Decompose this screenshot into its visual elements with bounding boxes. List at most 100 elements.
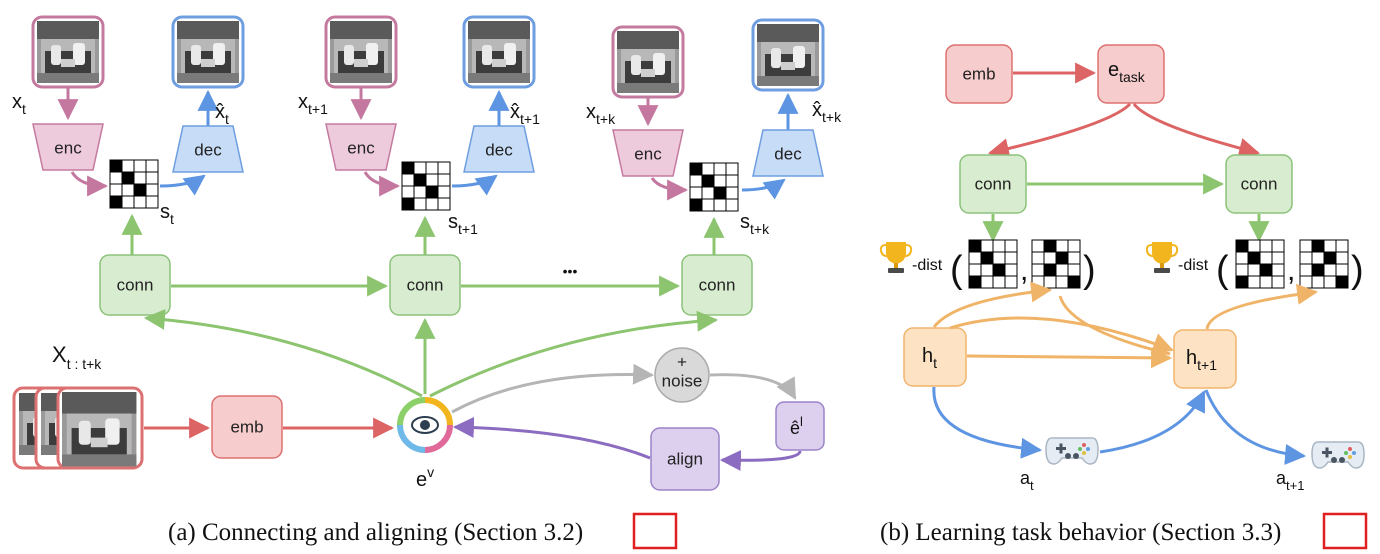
- decoder-label: dec: [194, 140, 222, 159]
- arrow-etask-to-conn-right: [1132, 103, 1261, 159]
- decoder-block-tk: [752, 129, 824, 177]
- grid-cell: [145, 183, 159, 197]
- paren-open-right: (: [1216, 249, 1229, 291]
- grid-cell: [968, 239, 982, 253]
- arrow-ht1-to-at1: [1204, 389, 1307, 465]
- decoder-label-tk: dec: [774, 144, 802, 163]
- grid-cell: [1335, 275, 1349, 289]
- grid-cell: [1055, 251, 1069, 265]
- grid-cell: [1043, 263, 1057, 277]
- grid-cell: [980, 263, 994, 277]
- grid-cell: [425, 161, 439, 175]
- grid-cell: [145, 159, 159, 173]
- section-ref-box-right[interactable]: [1322, 512, 1368, 550]
- grid-cell: [1055, 263, 1069, 277]
- arrow-enc-to-state-tk: [650, 177, 689, 201]
- decoder-block: [172, 125, 244, 173]
- observation-frame-tk: [611, 25, 685, 99]
- grid-cell: [437, 185, 451, 199]
- grid-cell: [1335, 263, 1349, 277]
- grid-cell: [1004, 275, 1018, 289]
- arrow-state-to-dec-t1: [451, 174, 498, 196]
- dist-label-left: -dist: [912, 257, 943, 274]
- arrow-at-to-ht1: [1099, 390, 1206, 454]
- grid-cell: [401, 185, 415, 199]
- grid-cell: [1055, 275, 1069, 289]
- label-h-t: ht: [922, 345, 937, 371]
- grid-cell: [1311, 275, 1325, 289]
- grid-cell: [413, 197, 427, 211]
- grid-cell: [1031, 263, 1045, 277]
- grid-cell: [1299, 251, 1313, 265]
- grid-cell: [133, 159, 147, 173]
- reconstruction-frame-t: [171, 15, 245, 89]
- section-ref-3-3: 3.3: [1242, 519, 1273, 546]
- grid-cell: [1004, 263, 1018, 277]
- arrow-ev-to-noise: [451, 363, 655, 414]
- grid-cell: [413, 173, 427, 187]
- label-x-t: xt: [12, 91, 26, 117]
- grid-cell: [1259, 263, 1273, 277]
- paren-open-left: (: [950, 249, 963, 291]
- label-el: êl: [790, 414, 803, 438]
- grid-cell: [1323, 263, 1337, 277]
- arrow-ev-to-conn-tk: [429, 310, 719, 398]
- encoder-block-t1: [325, 123, 397, 171]
- grid-cell: [1055, 239, 1069, 253]
- task-connector-left: [959, 154, 1027, 214]
- grid-cell: [1247, 239, 1261, 253]
- grid-cell: [121, 183, 135, 197]
- arrow-noise-to-el: [709, 373, 797, 400]
- grid-cell: [1004, 251, 1018, 265]
- grid-cell: [1247, 275, 1261, 289]
- section-ref-box-left[interactable]: [632, 512, 678, 550]
- grid-cell: [401, 173, 415, 187]
- label-s-t: st: [160, 201, 174, 227]
- grid-cell: [701, 162, 715, 176]
- grid-cell: [1031, 275, 1045, 289]
- hidden-state-block-t: [903, 327, 967, 387]
- latent-state-grid-t1: [401, 161, 451, 211]
- noise-node: [654, 347, 710, 403]
- arrow-state-to-dec: [159, 174, 206, 196]
- grid-cell: [133, 195, 147, 209]
- grid-cell: [1259, 275, 1273, 289]
- grid-cell: [701, 186, 715, 200]
- task-embedding-block: [945, 44, 1013, 104]
- grid-cell: [968, 251, 982, 265]
- grid-cell: [725, 186, 739, 200]
- grid-cell: [413, 185, 427, 199]
- grid-cell: [1299, 275, 1313, 289]
- comma-right: ,: [1287, 254, 1295, 287]
- grid-cell: [1031, 239, 1045, 253]
- noise-label: noise: [662, 371, 703, 390]
- observation-frame-t1: [324, 15, 398, 89]
- connector-label-t1: conn: [407, 275, 444, 294]
- encoder-block-tk: [612, 129, 684, 177]
- grid-cell: [401, 197, 415, 211]
- label-xhat-tk: x̂t+k: [812, 99, 842, 125]
- label-s-t1: st+1: [448, 211, 478, 237]
- task-connector-right: [1225, 154, 1293, 214]
- grid-cell: [109, 183, 123, 197]
- grid-cell: [1043, 239, 1057, 253]
- grid-cell: [1271, 275, 1285, 289]
- grid-cell: [1259, 251, 1273, 265]
- section-ref-3-2: 3.2: [544, 519, 575, 546]
- arrow-ht1-to-dist-right: [1205, 283, 1319, 330]
- grid-cell: [1335, 251, 1349, 265]
- grid-cell: [1259, 239, 1273, 253]
- latent-state-grid-t: [109, 159, 159, 209]
- arrow-state-to-dec-tk: [741, 178, 786, 200]
- arrow-enc-to-state: [70, 171, 109, 197]
- label-X: Xt : t+k: [52, 342, 102, 372]
- gamepad-icon: [1045, 437, 1099, 465]
- grid-cell: [689, 174, 703, 188]
- connector-block-t: [99, 254, 171, 316]
- connector-block-t1: [389, 254, 461, 316]
- task-embedding-label: emb: [962, 64, 995, 83]
- target-state-grid-right: [1235, 239, 1285, 289]
- align-label: align: [667, 449, 703, 468]
- paren-close-left: ): [1083, 249, 1096, 291]
- embedding-block: [211, 395, 283, 459]
